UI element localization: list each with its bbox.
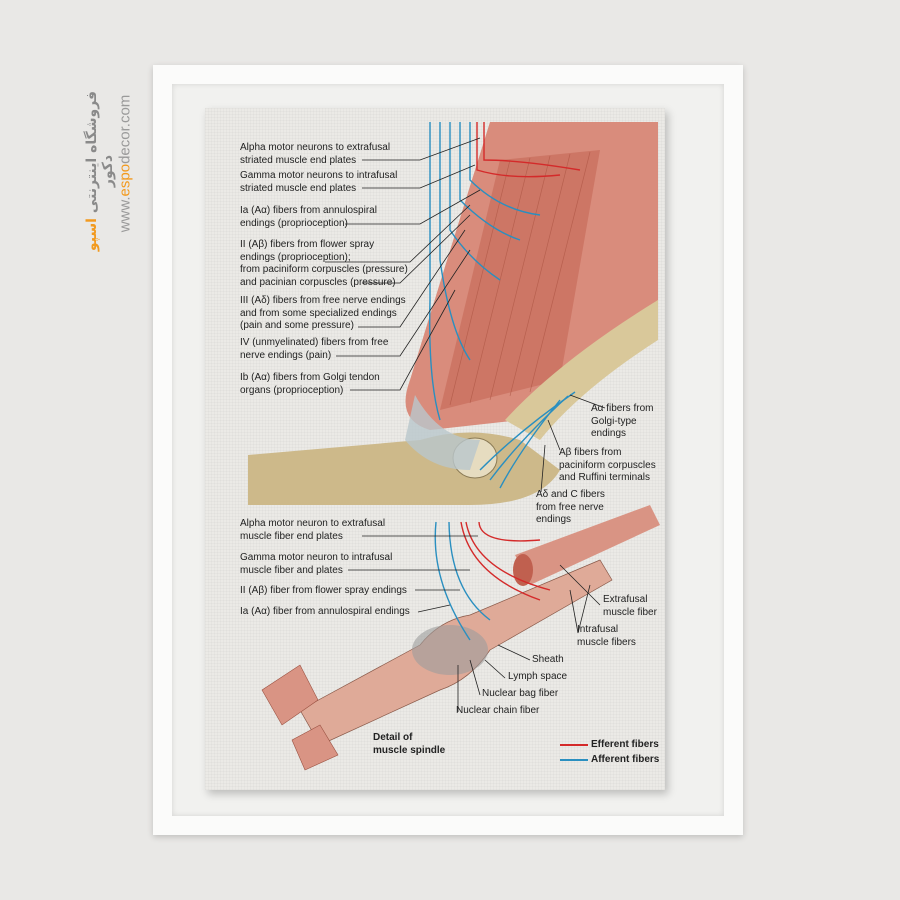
label-nuclear-chain: Nuclear chain fiber — [456, 705, 540, 716]
caption-muscle-spindle: Detail of muscle spindle — [373, 732, 446, 756]
label-spindle-ia: Ia (Aα) fiber from annulospiral endings — [240, 606, 410, 617]
label-spindle-alpha: Alpha motor neuron to extrafusal muscle … — [240, 518, 386, 542]
label-lymph-space: Lymph space — [508, 671, 568, 682]
label-a-delta-c: Aδ and C fibers from free nerve endings — [536, 489, 605, 525]
label-a-alpha-golgi: Aα fibers from Golgi-type endings — [591, 403, 654, 439]
label-ib-fibers: Ib (Aα) fibers from Golgi tendon organs … — [240, 372, 380, 396]
label-ia-fibers: Ia (Aα) fibers from annulospiral endings… — [240, 205, 377, 229]
label-intrafusal: Intrafusal muscle fibers — [577, 624, 636, 648]
legend-efferent: Efferent fibers — [591, 739, 659, 750]
label-a-beta-paciniform: Aβ fibers from paciniform corpuscles and… — [559, 447, 656, 483]
humerus-bone — [505, 300, 658, 440]
label-spindle-gamma: Gamma motor neuron to intrafusal muscle … — [240, 552, 393, 576]
label-sheath: Sheath — [532, 654, 564, 665]
label-nuclear-bag: Nuclear bag fiber — [482, 688, 559, 699]
extrafusal-fiber — [515, 505, 660, 585]
label-iii-fibers: III (Aδ) fibers from free nerve endings … — [240, 295, 406, 331]
legend-afferent: Afferent fibers — [591, 754, 660, 765]
forearm-bone — [248, 432, 560, 505]
label-gamma-motor: Gamma motor neurons to intrafusal striat… — [240, 170, 398, 194]
label-iv-fibers: IV (unmyelinated) fibers from free nerve… — [240, 337, 389, 361]
label-ii-fibers: II (Aβ) fibers from flower spray endings… — [240, 239, 408, 288]
label-extrafusal: Extrafusal muscle fiber — [603, 594, 657, 618]
muscle-bundle — [440, 150, 600, 410]
label-spindle-ii: II (Aβ) fiber from flower spray endings — [240, 585, 407, 596]
label-alpha-motor: Alpha motor neurons to extrafusal striat… — [240, 142, 391, 166]
